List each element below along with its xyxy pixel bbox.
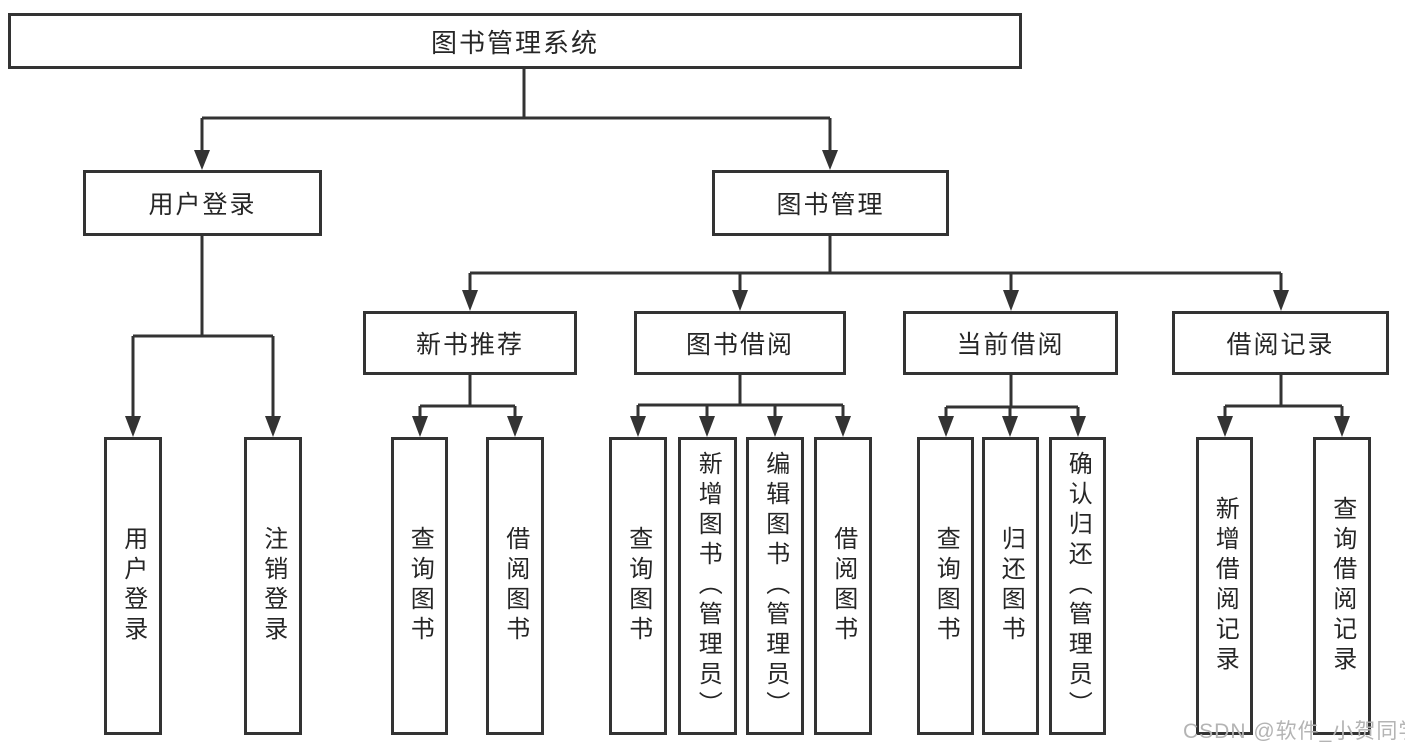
- node-book-management: 图书管理: [712, 170, 949, 236]
- leaf-return-books: 归还图书: [982, 437, 1039, 735]
- node-book-borrow: 图书借阅: [634, 311, 846, 375]
- node-current-borrow: 当前借阅: [903, 311, 1118, 375]
- node-borrow-records: 借阅记录: [1172, 311, 1389, 375]
- node-user-login: 用户登录: [83, 170, 322, 236]
- leaf-add-borrow-record: 新增借阅记录: [1196, 437, 1253, 735]
- leaf-confirm-return-admin: 确认归还（管理员）: [1049, 437, 1106, 735]
- leaf-user-login: 用户登录: [104, 437, 162, 735]
- node-root-system: 图书管理系统: [8, 13, 1022, 69]
- leaf-borrow-books: 借阅图书: [814, 437, 872, 735]
- leaf-add-books-admin: 新增图书（管理员）: [678, 437, 737, 735]
- leaf-logout: 注销登录: [244, 437, 302, 735]
- leaf-query-books-borrow: 查询图书: [609, 437, 667, 735]
- leaf-query-books-current: 查询图书: [917, 437, 974, 735]
- leaf-edit-books-admin: 编辑图书（管理员）: [746, 437, 804, 735]
- leaf-query-books-recommend: 查询图书: [391, 437, 448, 735]
- leaf-query-borrow-record: 查询借阅记录: [1313, 437, 1371, 735]
- leaf-borrow-books-recommend: 借阅图书: [486, 437, 544, 735]
- csdn-watermark: CSDN @软件_小贺同学: [1183, 720, 1405, 743]
- node-new-book-recommend: 新书推荐: [363, 311, 577, 375]
